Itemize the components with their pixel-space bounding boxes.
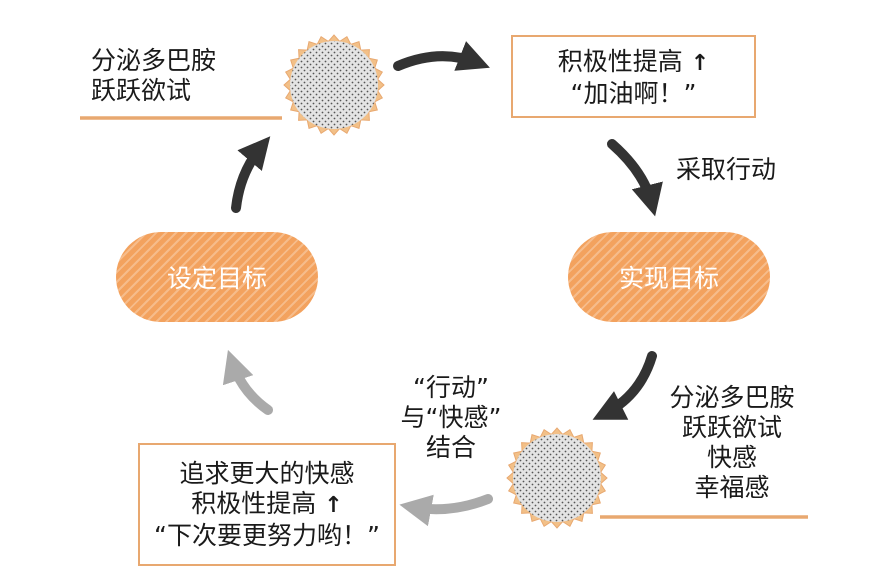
combine-label: “行动” 与“快感” 结合	[386, 373, 516, 463]
bottom-box-line2-row: 积极性提高 ↑	[140, 489, 394, 521]
dopamine-bottom-line2: 跃跃欲试	[681, 413, 782, 442]
dopamine-bottom-text: 分泌多巴胺 跃跃欲试 快感 幸福感	[656, 383, 808, 503]
dopamine-top-text: 分泌多巴胺 跃跃欲试	[91, 46, 216, 106]
up-arrow-icon: ↑	[690, 51, 710, 76]
set-goal-pill: 设定目标	[116, 232, 318, 322]
achieve-goal-label: 实现目标	[618, 264, 719, 293]
dopamine-bottom-line3: 快感	[706, 443, 757, 472]
achieve-goal-pill: 实现目标	[568, 232, 770, 322]
motivation-box: 积极性提高 ↑ “加油啊！”	[511, 35, 756, 118]
bottom-box-line1: 追求更大的快感	[179, 459, 355, 488]
arrow-to-bottom-box	[399, 494, 493, 527]
motivation-line1-row: 积极性提高 ↑	[513, 47, 754, 79]
up-arrow-icon: ↑	[324, 493, 343, 518]
dopamine-bottom-line4: 幸福感	[694, 473, 770, 502]
arrow-to-set-goal	[222, 349, 273, 415]
bottom-box-line2: 积极性提高	[191, 489, 317, 518]
motivation-line2: “加油啊！”	[570, 79, 697, 108]
bottom-box-line3: “下次要更努力哟！”	[154, 521, 380, 550]
combine-line1: “行动”	[413, 373, 489, 402]
bottom-box: 追求更大的快感 积极性提高 ↑ “下次要更努力哟！”	[138, 443, 396, 566]
arrow-take-action	[607, 139, 663, 217]
dopamine-burst-top	[283, 34, 385, 136]
take-action-label: 采取行动	[676, 155, 777, 184]
arrow-to-motivation	[393, 41, 490, 71]
motivation-box-text: 积极性提高 ↑ “加油啊！”	[513, 47, 754, 109]
arrow-to-dopamine-bottom	[592, 351, 657, 420]
set-goal-label: 设定目标	[166, 264, 267, 293]
dopamine-bottom-line1: 分泌多巴胺	[669, 383, 795, 412]
arrow-to-dopamine-top	[231, 136, 271, 213]
dopamine-top-line1: 分泌多巴胺	[91, 46, 217, 75]
combine-line2: 与“快感”	[400, 403, 502, 432]
dopamine-top-line2: 跃跃欲试	[91, 76, 192, 105]
motivation-line1: 积极性提高	[557, 47, 683, 76]
combine-line3: 结合	[425, 433, 476, 462]
dopamine-burst-bottom	[506, 427, 608, 529]
bottom-box-text: 追求更大的快感 积极性提高 ↑ “下次要更努力哟！”	[140, 459, 394, 551]
